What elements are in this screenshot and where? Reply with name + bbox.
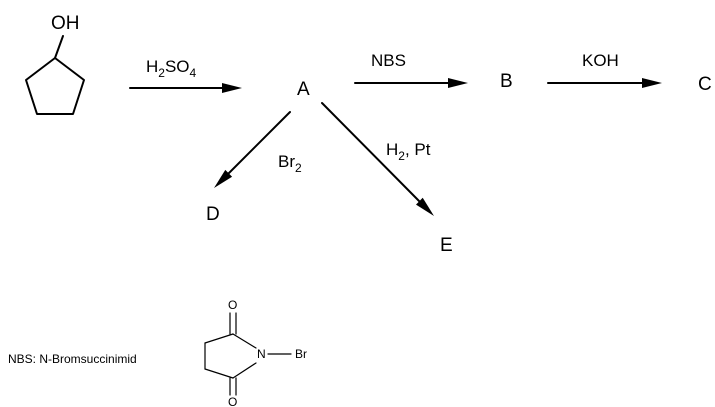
reagent-koh: KOH — [582, 51, 619, 70]
arrowhead — [222, 83, 242, 93]
compound-C-label: C — [698, 74, 712, 95]
nbs-footnote-text: NBS: N-Bromsuccinimid — [8, 352, 137, 366]
nbs-oxygen-bottom: O — [228, 395, 237, 407]
compound-B-label: B — [500, 71, 513, 92]
arrowhead — [214, 169, 233, 188]
reagent-h2so4: H2SO4 — [146, 57, 197, 80]
cyclopentanol-structure: OH — [25, 13, 85, 115]
arrow-to-D — [214, 111, 291, 188]
c-oh-bond — [54, 35, 64, 59]
arrow-to-E — [321, 102, 434, 216]
hydroxyl-label: OH — [51, 13, 80, 34]
arrow-to-A — [129, 83, 242, 93]
arrowhead — [416, 197, 434, 216]
arrow-to-C — [547, 78, 662, 88]
compound-D-label: D — [206, 204, 220, 225]
arrowhead — [642, 78, 662, 88]
arrowhead — [448, 78, 468, 88]
reagent-nbs: NBS — [371, 51, 406, 70]
arrow-to-B — [354, 78, 468, 88]
cyclopentane-ring — [25, 57, 85, 115]
nbs-bromine: Br — [295, 347, 307, 361]
reagent-h2-pt: H2, Pt — [386, 140, 431, 163]
nbs-nitrogen: N — [257, 347, 266, 361]
compound-A-label: A — [297, 79, 310, 100]
nbs-oxygen-top: O — [228, 298, 237, 312]
reagent-br2: Br2 — [278, 152, 302, 175]
compound-E-label: E — [440, 235, 453, 256]
nbs-structure: O O N Br — [204, 298, 307, 407]
